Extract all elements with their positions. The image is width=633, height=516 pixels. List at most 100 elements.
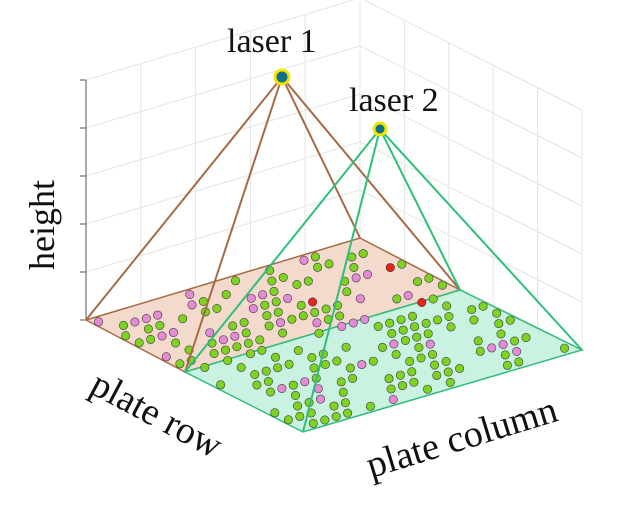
plate-well-green [437, 280, 447, 290]
plate-well-pink [360, 314, 370, 324]
plate-well-green [349, 262, 359, 272]
plate-well-green [475, 346, 485, 356]
plate-well-green [310, 252, 320, 262]
plate-well-green [336, 377, 346, 387]
plate-well-green [478, 301, 488, 311]
grid-line [85, 93, 361, 177]
plate-well-pink [153, 310, 163, 320]
plate-well-green [410, 322, 420, 332]
plate-well-pink [161, 352, 171, 362]
plate-well-green [223, 355, 233, 365]
plate-well-green [338, 387, 348, 397]
plate-well-green [320, 359, 330, 369]
plate-well-green [308, 418, 318, 428]
plate-well-green [216, 380, 226, 390]
plate-well-green [212, 303, 222, 313]
plate-well-green [267, 276, 277, 286]
plate-well-pink [205, 328, 215, 338]
plate-well-green [502, 360, 512, 370]
plate-well-green [288, 380, 298, 390]
plate-well-green [424, 273, 434, 283]
plate-well-pink [275, 318, 285, 328]
plate-well-green [421, 318, 431, 328]
laser-2-beams [184, 128, 583, 433]
plate-well-green [432, 370, 442, 380]
laser-1-beam [85, 76, 283, 321]
plate-well-pink [230, 331, 240, 341]
plate-well-green [200, 362, 210, 372]
plate-well-green [521, 333, 531, 343]
plate-well-pink [141, 313, 151, 323]
plate-well-green [467, 305, 477, 315]
plate-well-green [427, 349, 437, 359]
plate-well-green [400, 335, 410, 345]
plate-well-pink [389, 339, 399, 349]
laser-2-label: laser 2 [349, 82, 439, 119]
plate-well-green [271, 297, 281, 307]
plate-well-green [492, 308, 502, 318]
plate-well-green [384, 374, 394, 384]
axes-grid [80, 0, 583, 351]
plate-well-green [407, 367, 417, 377]
plate-well-green [146, 334, 156, 344]
plate-well-green [342, 287, 352, 297]
plate-well-green [287, 314, 297, 324]
plate-well-green [455, 363, 465, 373]
grid-line [362, 0, 583, 111]
plate-well-green [409, 377, 419, 387]
plate-well-green [260, 300, 270, 310]
plate-well-green [412, 277, 422, 287]
plate-well-green [155, 320, 165, 330]
plate-well-green [368, 356, 378, 366]
plate-well-green [392, 294, 402, 304]
laser-1-beam [281, 76, 461, 291]
grid-line [85, 141, 361, 225]
plate-well-green [348, 373, 358, 383]
plate-well-green [500, 350, 510, 360]
plate-well-pink [94, 317, 104, 327]
plate-well-green [469, 315, 479, 325]
plate-well-red [385, 263, 395, 273]
plate-well-green [290, 390, 300, 400]
plate-well-green [343, 408, 353, 418]
plate-well-green [250, 369, 260, 379]
plate-well-pink [403, 290, 413, 300]
plate-well-pink [348, 318, 358, 328]
plate-well-green [175, 359, 185, 369]
plate-well-green [396, 315, 406, 325]
plate-well-green [340, 398, 350, 408]
plate-well-green [232, 342, 242, 352]
plate-well-pink [168, 327, 178, 337]
plate-well-green [391, 349, 401, 359]
plate-well-green [119, 320, 129, 330]
plate-well-green [377, 342, 387, 352]
plate-well-green [441, 356, 451, 366]
plate-well-green [278, 272, 288, 282]
plate-well-pink [388, 394, 398, 404]
plate-well-green [428, 294, 438, 304]
plate-well-pink [248, 304, 258, 314]
laser-2-beam [379, 128, 461, 291]
plate-well-green [269, 286, 279, 296]
plate-well-green [239, 317, 249, 327]
plate-well-green [298, 311, 308, 321]
plate-well-pink [498, 339, 508, 349]
grid-line [359, 141, 583, 255]
plate-well-green [412, 332, 422, 342]
plate-well-pink [425, 339, 435, 349]
plate-well-pink [487, 343, 497, 353]
plate-well-pink [185, 289, 195, 299]
plate-well-green [295, 411, 305, 421]
plate-well-green [292, 279, 302, 289]
plate-well-green [310, 307, 320, 317]
plate-well-green [262, 311, 272, 321]
plate-well-red [417, 297, 427, 307]
plate-well-green [257, 345, 267, 355]
height-axis-label: height [22, 180, 62, 270]
plate-well-pink [187, 300, 197, 310]
plate-well-green [430, 360, 440, 370]
plate-well-green [505, 315, 515, 325]
plate-well-pink [218, 335, 228, 345]
plate-well-green [559, 343, 569, 353]
plate-well-green [252, 380, 262, 390]
